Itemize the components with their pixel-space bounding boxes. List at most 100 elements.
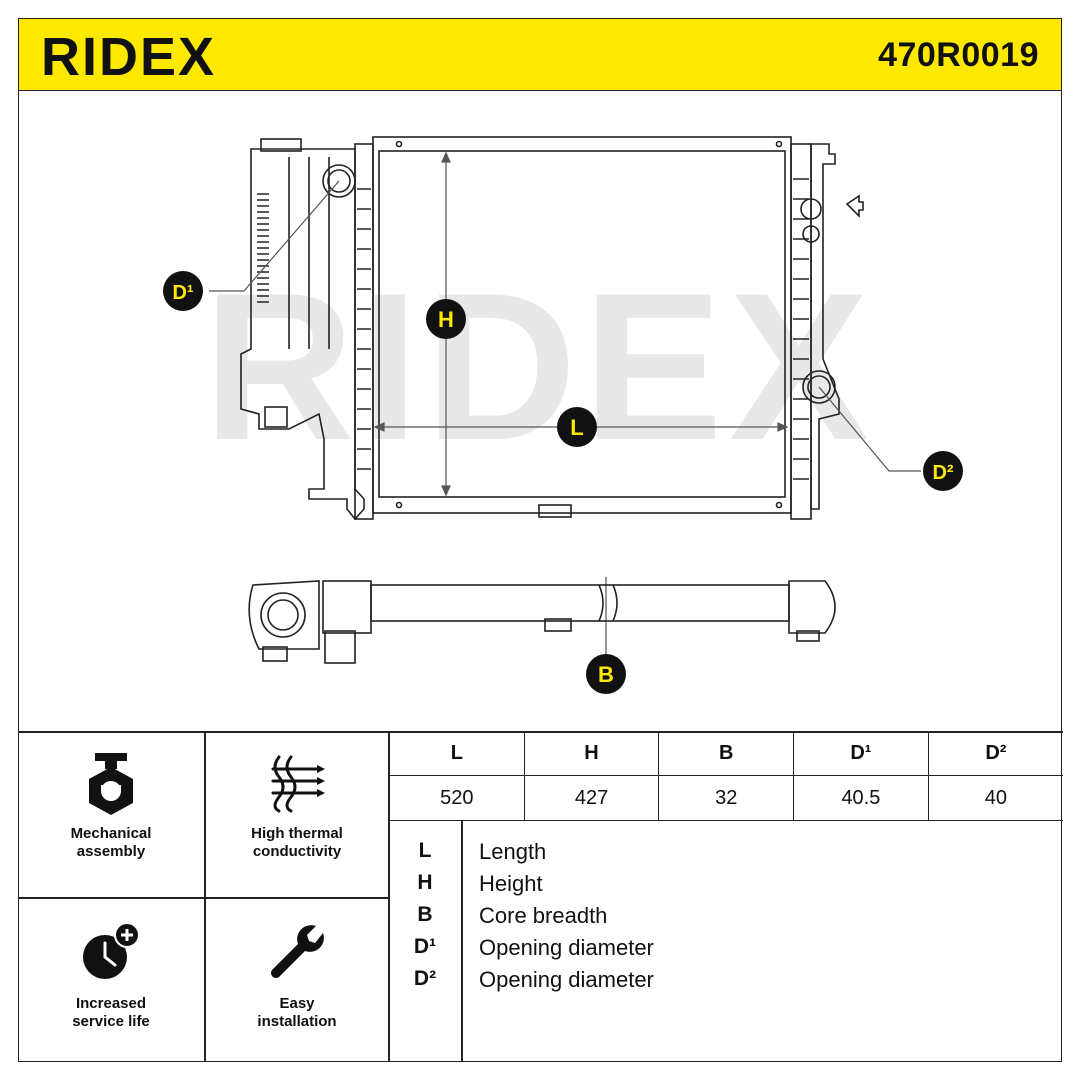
clock-plus-icon xyxy=(83,922,140,979)
table-header-row: L H B D¹ D² xyxy=(389,731,1063,776)
feature-label: Increased service life xyxy=(19,995,203,1031)
feature-label-line: installation xyxy=(257,1013,337,1030)
right-mount-hole xyxy=(800,198,822,220)
watermark-text: RIDEX xyxy=(203,249,875,484)
dimension-legend: L Length H Height B Core breadth D¹ Open… xyxy=(389,821,1063,1061)
brand-text: RIDEX xyxy=(41,27,216,83)
expansion-tank xyxy=(240,148,365,521)
top-view-d1-inner xyxy=(267,599,299,631)
callout-l: L xyxy=(557,407,597,447)
callout-d1: D¹ xyxy=(163,271,203,311)
drain-plug xyxy=(845,194,864,218)
callout-b-label: B xyxy=(598,662,614,687)
callout-h-label: H xyxy=(438,307,454,332)
left-header-ribs xyxy=(357,188,371,470)
top-view-fitting xyxy=(262,646,288,662)
table-cell: 32 xyxy=(658,775,795,821)
tank-top-cap xyxy=(260,138,302,152)
column-header: D² xyxy=(927,731,1063,776)
length-arrow-left xyxy=(373,422,385,432)
legend-item: D¹ Opening diameter xyxy=(389,935,1063,967)
feature-easy-installation: Easy installation xyxy=(205,921,389,1031)
radiator-top-view xyxy=(248,580,836,664)
feature-label-line: assembly xyxy=(76,843,146,860)
length-arrow-right xyxy=(777,422,789,432)
top-view-right-header xyxy=(788,580,836,634)
feature-label: Mechanical assembly xyxy=(19,825,203,861)
legend-text: Length xyxy=(479,839,547,864)
column-header: L xyxy=(389,731,525,776)
feature-thermal-conductivity: High thermal conductivity xyxy=(205,751,389,861)
core-rivet xyxy=(775,501,783,509)
ridex-logo: RIDEX xyxy=(41,27,281,88)
top-view-d1-opening xyxy=(260,592,306,638)
specs-section: Mechanical assembly High thermal xyxy=(19,731,1063,1061)
table-cell: 427 xyxy=(523,775,660,821)
legend-text: Height xyxy=(479,871,543,896)
core-rivet xyxy=(395,140,403,148)
dimensions-table: L H B D¹ D² 520 427 32 40.5 40 xyxy=(389,731,1063,821)
tank-fins xyxy=(257,193,269,303)
core-rivet xyxy=(395,501,403,509)
column-header: H xyxy=(523,731,660,776)
column-header: B xyxy=(658,731,795,776)
divider xyxy=(19,897,389,899)
d2-opening xyxy=(802,370,836,404)
right-header-ribs xyxy=(793,178,809,480)
radiator-core xyxy=(378,150,786,498)
feature-service-life: Increased service life xyxy=(19,921,203,1031)
height-arrow-bottom xyxy=(441,485,451,497)
product-sheet: RIDEX 470R0019 RIDEX xyxy=(18,18,1063,1062)
ridex-logo-mark: RIDEX xyxy=(41,27,216,87)
top-view-left-header xyxy=(322,580,372,634)
callout-h: H xyxy=(426,299,466,339)
table-cell: 40.5 xyxy=(793,775,929,821)
callout-d2: D² xyxy=(923,451,963,491)
legend-key: D¹ xyxy=(413,935,437,958)
legend-text: Opening diameter xyxy=(479,967,654,992)
core-rivet xyxy=(775,140,783,148)
legend-text: Opening diameter xyxy=(479,935,654,960)
legend-key: B xyxy=(417,903,433,926)
legend-key: H xyxy=(417,871,433,894)
d2-opening-inner xyxy=(807,375,831,399)
top-view-bottom-tab xyxy=(544,618,572,632)
thermal-conductivity-icon xyxy=(271,755,325,813)
legend-item: H Height xyxy=(389,871,1063,903)
top-view-tank xyxy=(248,580,320,650)
divider xyxy=(204,731,206,1061)
callouts: D¹ H L D² B xyxy=(163,271,963,694)
right-bracket xyxy=(810,143,840,510)
wrench-icon xyxy=(271,925,324,978)
legend-key: D² xyxy=(413,967,437,990)
column-header: D¹ xyxy=(793,731,929,776)
header-bar: RIDEX 470R0019 xyxy=(19,19,1061,91)
feature-label-line: service life xyxy=(72,1013,150,1030)
top-view-lower-fitting xyxy=(324,630,356,664)
mechanical-assembly-icon xyxy=(89,753,133,815)
feature-mechanical-assembly: Mechanical assembly xyxy=(19,751,203,861)
legend-item: D² Opening diameter xyxy=(389,967,1063,999)
feature-label-line: Increased xyxy=(75,995,147,1012)
top-view-right-fitting xyxy=(796,630,820,642)
feature-label: Easy installation xyxy=(205,995,389,1031)
tank-ribs xyxy=(288,157,330,349)
table-cell: 40 xyxy=(927,775,1063,821)
divider xyxy=(388,731,390,1061)
feature-label-line: Easy xyxy=(279,995,315,1012)
radiator-front-view xyxy=(240,136,864,521)
feature-label-line: Mechanical xyxy=(70,825,152,842)
table-row: 520 427 32 40.5 40 xyxy=(389,775,1063,821)
right-mount-hole-2 xyxy=(802,225,820,243)
top-view-core xyxy=(370,584,790,622)
legend-divider xyxy=(461,821,463,1061)
feature-label-line: High thermal xyxy=(251,825,343,842)
feature-label-line: conductivity xyxy=(252,843,342,860)
legend-key: L xyxy=(418,839,432,862)
table-cell: 520 xyxy=(389,775,525,821)
core-bottom-tab xyxy=(538,504,572,518)
tank-bottom-fitting xyxy=(264,406,288,428)
top-view-break-marks xyxy=(598,584,618,622)
d1-opening-inner xyxy=(327,169,351,193)
d2-leader-line xyxy=(818,386,921,472)
